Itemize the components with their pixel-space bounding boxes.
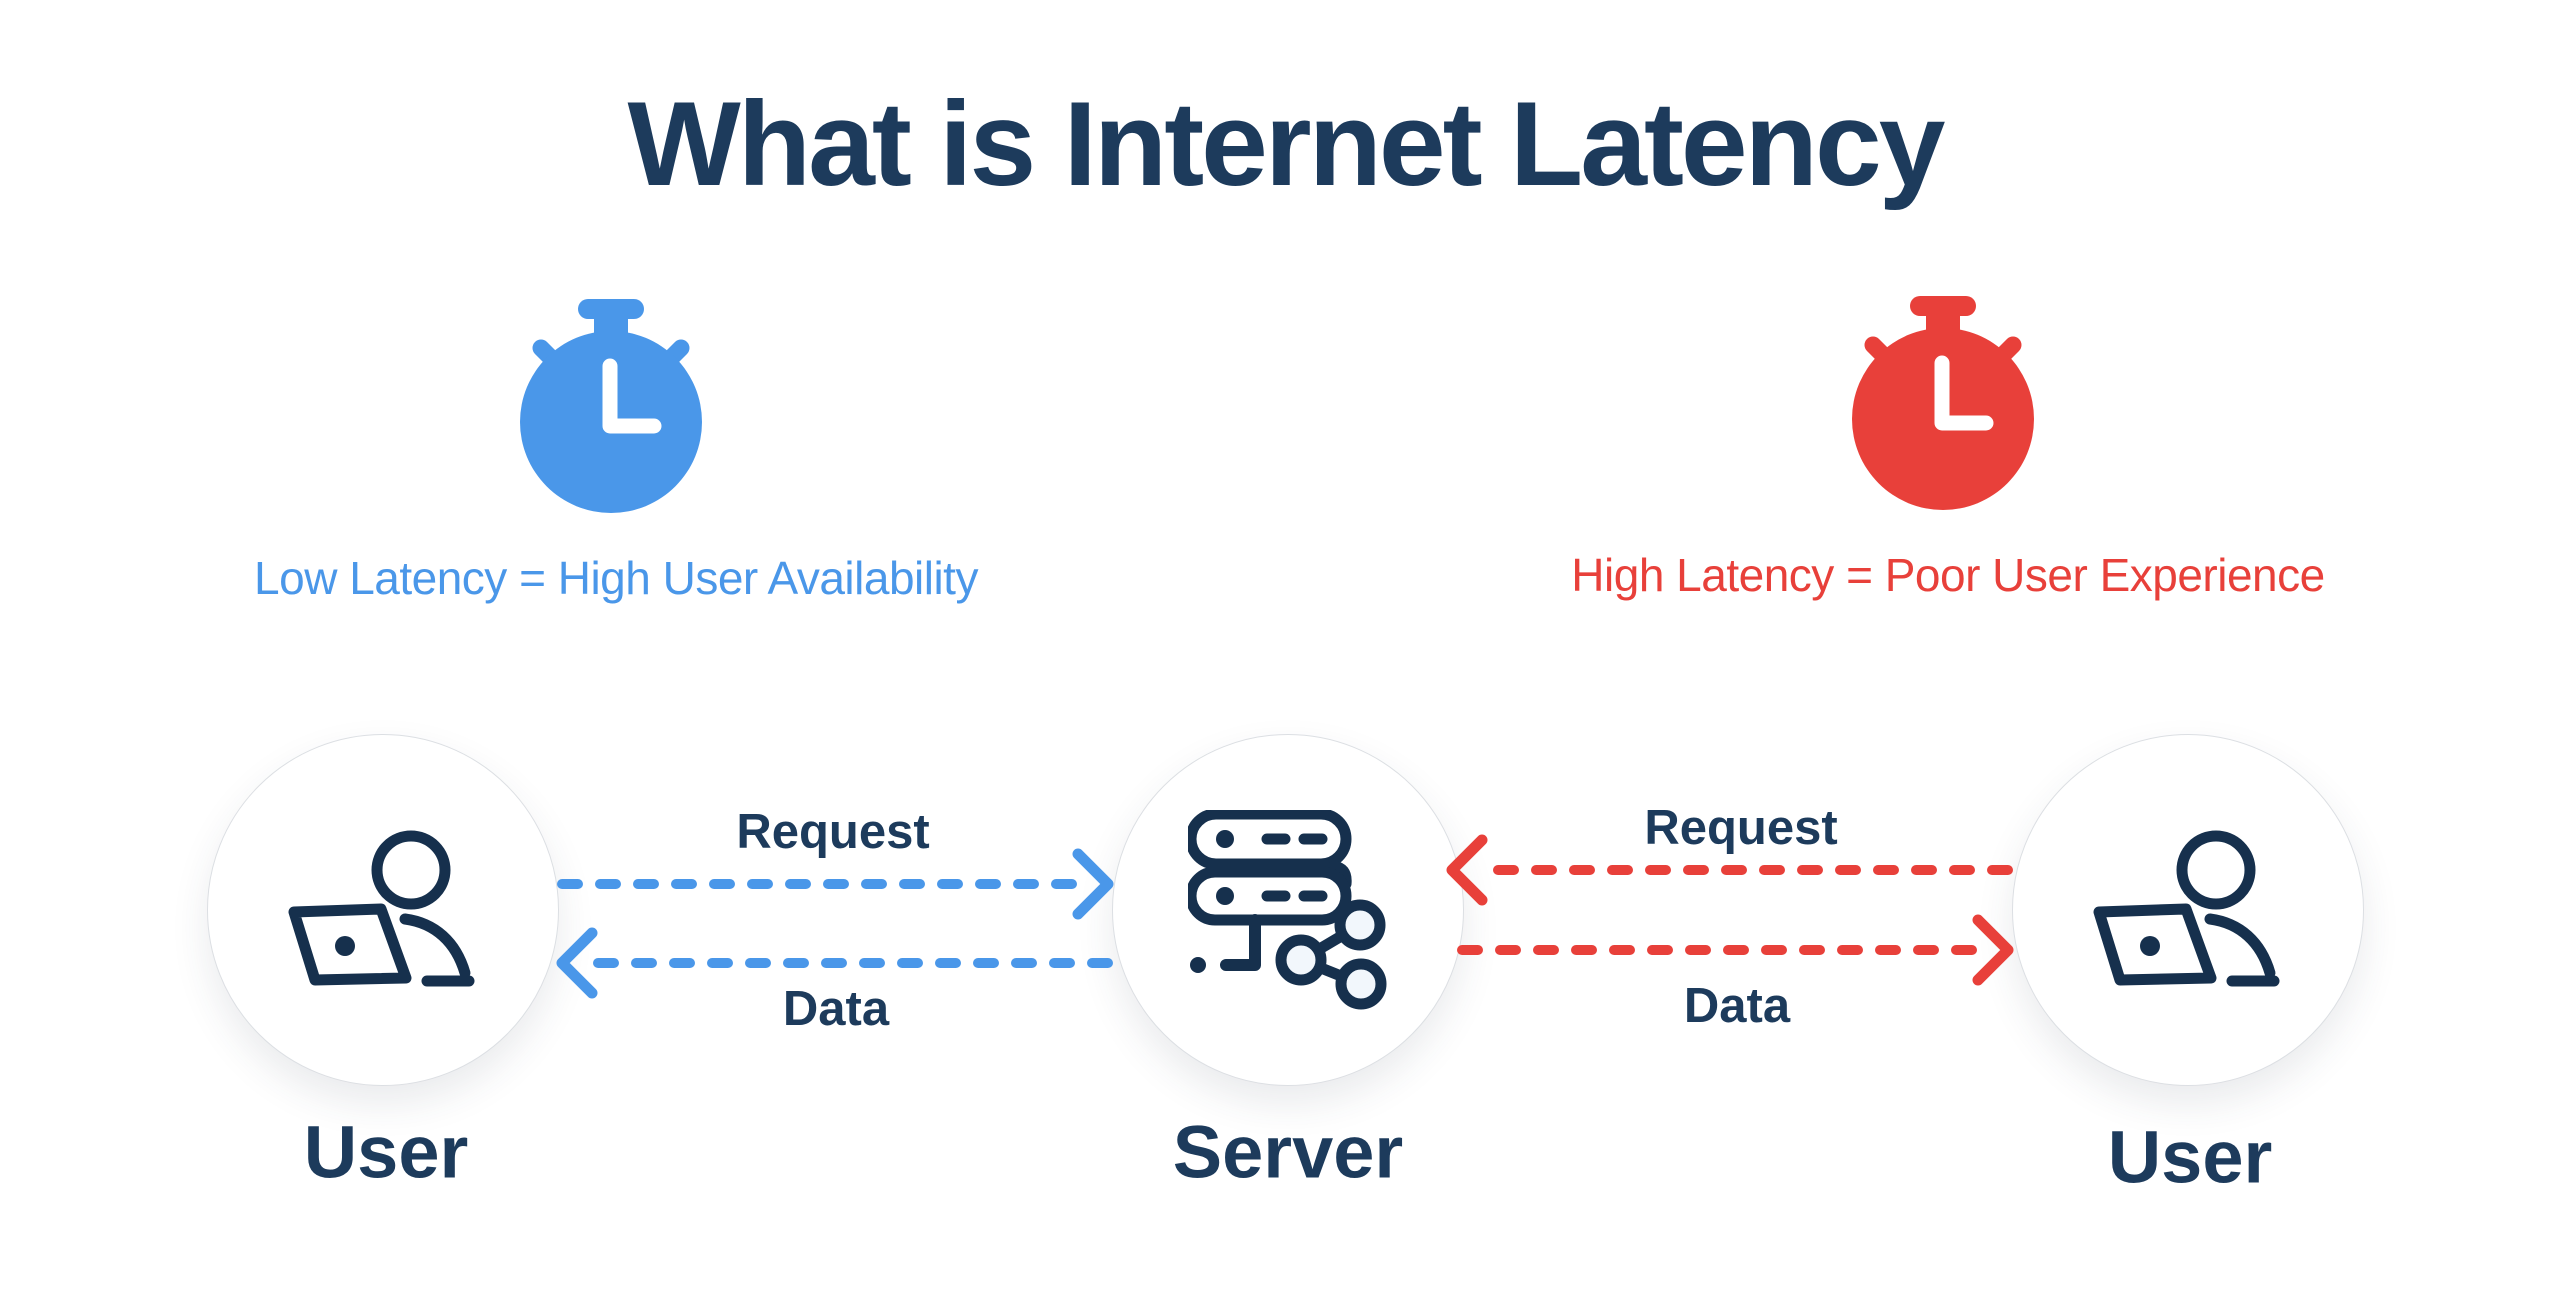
stopwatch-icon [520,299,702,513]
low-latency-caption: Low Latency = High User Availability [254,552,978,604]
request-label-left: Request [736,805,930,859]
stopwatch-icon [1852,296,2034,510]
node-server [1112,734,1464,1086]
data-label-left: Data [782,982,890,1036]
node-user-right [2012,734,2364,1086]
user-laptop-icon [2093,830,2280,987]
label-user-right: User [2107,1115,2273,1199]
page-title: What is Internet Latency [627,77,1946,211]
server-icon [1188,810,1387,1010]
data-label-right: Data [1683,979,1791,1033]
node-user-left [207,734,559,1086]
high-latency-caption: High Latency = Poor User Experience [1571,549,2325,601]
label-user-left: User [303,1110,469,1194]
label-server: Server [1172,1110,1404,1194]
data-arrow-right [1457,914,2014,986]
request-label-right: Request [1644,801,1838,855]
request-arrow-left [557,848,1114,920]
user-laptop-icon [288,830,475,987]
